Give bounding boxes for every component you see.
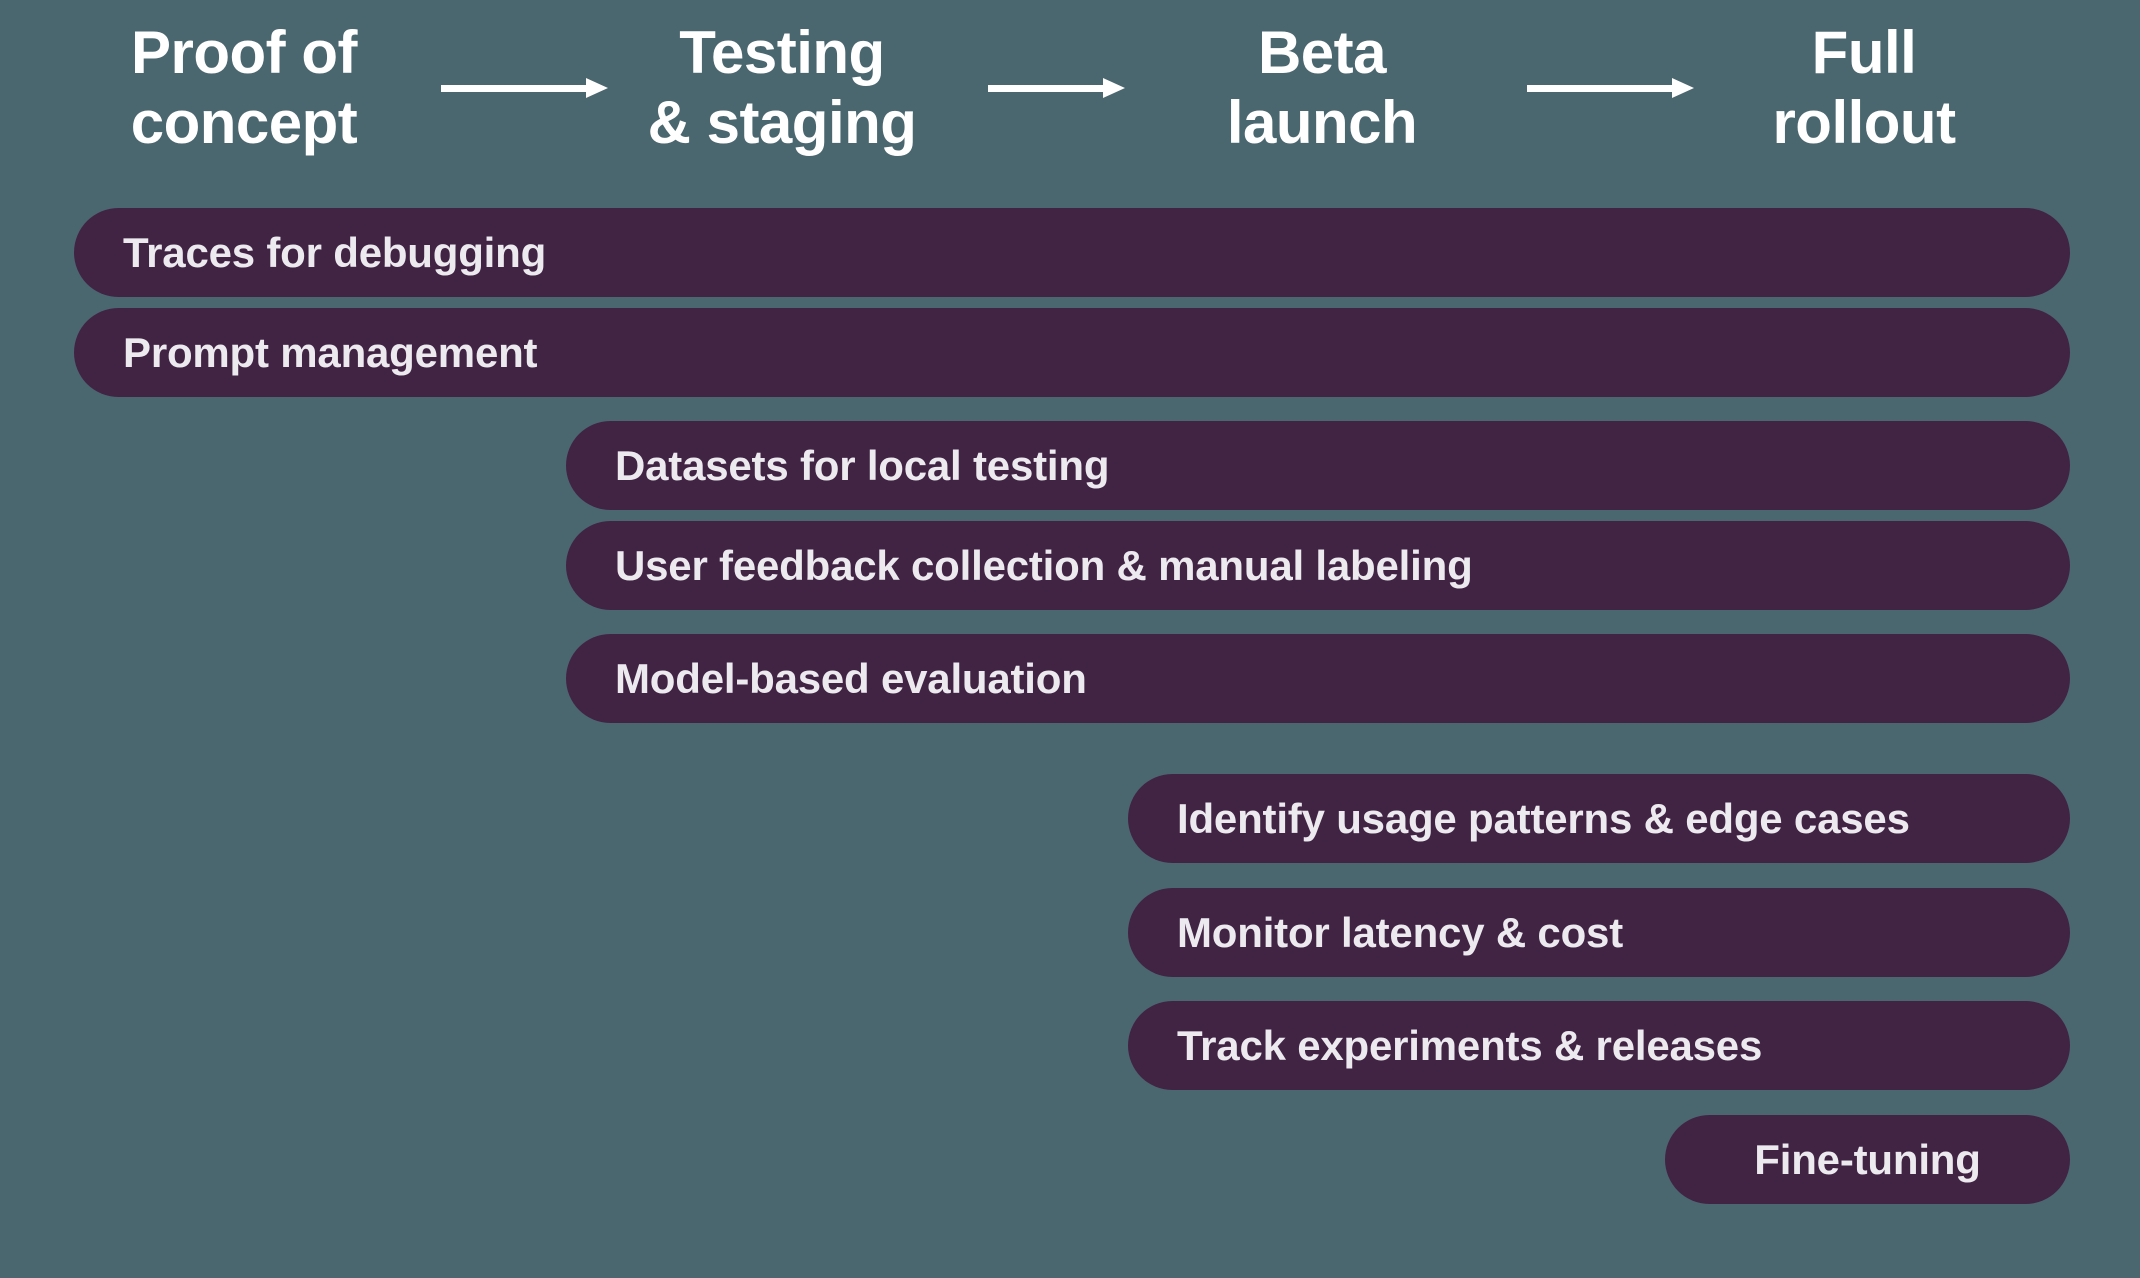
capability-bar[interactable]: Fine-tuning: [1665, 1115, 2070, 1204]
capability-bar-label: Identify usage patterns & edge cases: [1177, 794, 1910, 842]
arrow-beta-to-rollout-icon: [1527, 78, 1694, 98]
capability-bar[interactable]: Traces for debugging: [74, 208, 2070, 297]
arrow-shaft: [988, 85, 1105, 92]
arrow-head: [1672, 78, 1694, 98]
capability-bar-label: Datasets for local testing: [615, 441, 1110, 489]
capability-bar-label: Prompt management: [123, 328, 538, 376]
phase-label-3: Beta launch: [1226, 19, 1418, 156]
capability-bar-label: Traces for debugging: [123, 228, 547, 276]
capability-bar-label: Track experiments & releases: [1177, 1021, 1763, 1069]
capability-bar[interactable]: Model-based evaluation: [566, 634, 2070, 723]
capability-bar[interactable]: User feedback collection & manual labeli…: [566, 521, 2070, 610]
capability-bar[interactable]: Prompt management: [74, 308, 2070, 397]
phase-header-row: Proof of concept Testing & staging Beta la…: [0, 0, 2140, 186]
capability-bar[interactable]: Track experiments & releases: [1128, 1001, 2070, 1090]
arrow-shaft: [441, 85, 588, 92]
capability-bar-label: Monitor latency & cost: [1177, 908, 1623, 956]
phase-label-2: Testing & staging: [647, 19, 917, 156]
phase-label-1: Proof of concept: [130, 19, 358, 156]
capability-bar[interactable]: Monitor latency & cost: [1128, 888, 2070, 977]
capability-bar-label: Fine-tuning: [1754, 1135, 1981, 1183]
arrow-shaft: [1527, 85, 1674, 92]
phase-label-4: Full rollout: [1772, 19, 1956, 156]
arrow-head: [586, 78, 608, 98]
capability-bar-label: User feedback collection & manual labeli…: [615, 541, 1473, 589]
capability-bar-label: Model-based evaluation: [615, 654, 1087, 702]
capability-bar[interactable]: Identify usage patterns & edge cases: [1128, 774, 2070, 863]
capability-bar[interactable]: Datasets for local testing: [566, 421, 2070, 510]
arrow-head: [1103, 78, 1125, 98]
arrow-testing-to-beta-icon: [988, 78, 1125, 98]
arrow-poc-to-testing-icon: [441, 78, 608, 98]
